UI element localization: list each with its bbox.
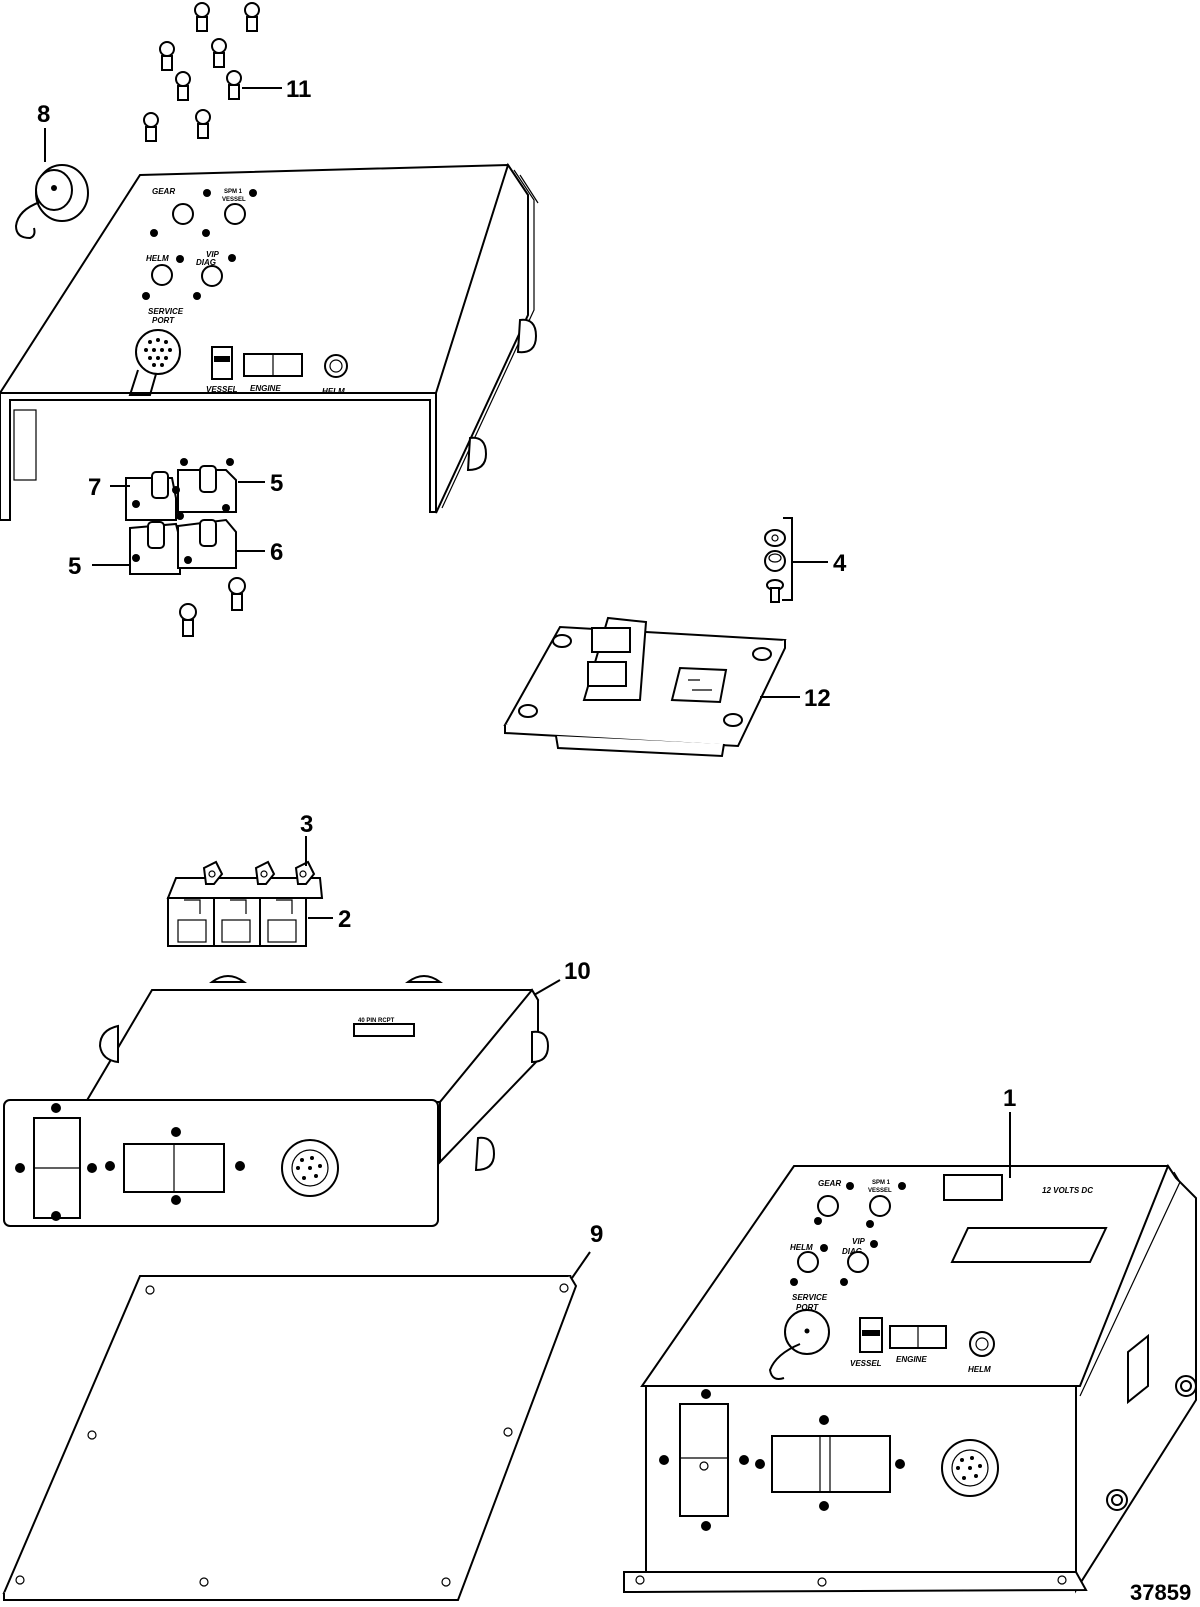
screw [194, 2, 210, 32]
screw [159, 41, 175, 71]
control-module: 40 PIN RCPT [3, 975, 550, 1227]
cover-service-label: SERVICE [148, 307, 184, 316]
cover-housing: GEAR SPM 1 VESSEL HELM VIP DIAG SERVICE … [0, 162, 539, 521]
screw [226, 70, 242, 100]
unit-service-label: SERVICE [792, 1293, 828, 1302]
pin-rcpt-label: 40 PIN RCPT [358, 1018, 395, 1024]
callout-12: 12 [804, 685, 831, 712]
unit-gear-label: GEAR [818, 1179, 841, 1188]
unit-vessel-label: VESSEL [850, 1359, 882, 1368]
mounting-plate [503, 616, 787, 758]
cover-spm-label: SPM 1 [224, 189, 243, 195]
cover-vip-label: VIP [206, 250, 220, 259]
vessel-connector [211, 346, 233, 380]
unit-vessel-top-label: VESSEL [868, 1188, 892, 1194]
service-port-connector [135, 329, 181, 375]
switch-cluster [125, 458, 246, 637]
callout-7: 7 [88, 474, 101, 501]
gear-port-hole [172, 203, 194, 225]
fuse-holder-row [166, 860, 324, 947]
helm-connector [324, 354, 348, 378]
cover-engine-label: ENGINE [250, 384, 281, 393]
screw [143, 112, 159, 142]
helm-port-hole [151, 264, 173, 286]
figure-number: 37859 [1130, 1580, 1191, 1605]
screw-group [143, 2, 260, 142]
screw [195, 109, 211, 139]
unit-helm-conn-label: HELM [968, 1365, 991, 1374]
callout-9: 9 [590, 1221, 603, 1248]
callout-11: 11 [286, 76, 311, 103]
unit-helm-label: HELM [790, 1243, 813, 1252]
spm-port-hole [224, 203, 246, 225]
cover-helm-label: HELM [146, 254, 169, 263]
callout-6: 6 [270, 539, 283, 566]
callout-4: 4 [833, 550, 847, 577]
unit-vip-label: VIP [852, 1237, 866, 1246]
cover-gear-label: GEAR [152, 187, 175, 196]
leader-line [571, 1251, 591, 1279]
base-plate [2, 1275, 578, 1601]
unit-port-label: PORT [796, 1303, 819, 1312]
screw [244, 2, 260, 32]
callout-8: 8 [37, 101, 50, 128]
leader-line [533, 979, 561, 996]
dust-cap [14, 164, 89, 240]
screw [175, 71, 191, 101]
decal-label-area [943, 1174, 1003, 1201]
unit-diag-label: DIAG [842, 1247, 862, 1256]
callout-3: 3 [300, 811, 313, 838]
volts-label: 12 VOLTS DC [1042, 1186, 1093, 1195]
callout-1: 1 [1003, 1085, 1016, 1112]
vip-port-hole [201, 265, 223, 287]
cover-vessel-label: VESSEL [206, 385, 238, 394]
cover-diag-label: DIAG [196, 258, 216, 267]
unit-engine-label: ENGINE [896, 1355, 927, 1364]
unit-spm-label: SPM 1 [872, 1180, 891, 1186]
cover-helm-conn-label: HELM [322, 387, 345, 396]
cover-vessel-top-label: VESSEL [222, 197, 246, 203]
callout-2: 2 [338, 906, 351, 933]
callout-5b: 5 [68, 553, 81, 580]
screw [211, 38, 227, 68]
assembled-unit: 12 VOLTS DC GEAR SPM 1 VESSEL HELM VIP D… [623, 1163, 1197, 1594]
callout-5a: 5 [270, 470, 283, 497]
grommet-stack [764, 529, 786, 603]
cover-port-label: PORT [152, 316, 175, 325]
callout-10: 10 [564, 958, 591, 985]
